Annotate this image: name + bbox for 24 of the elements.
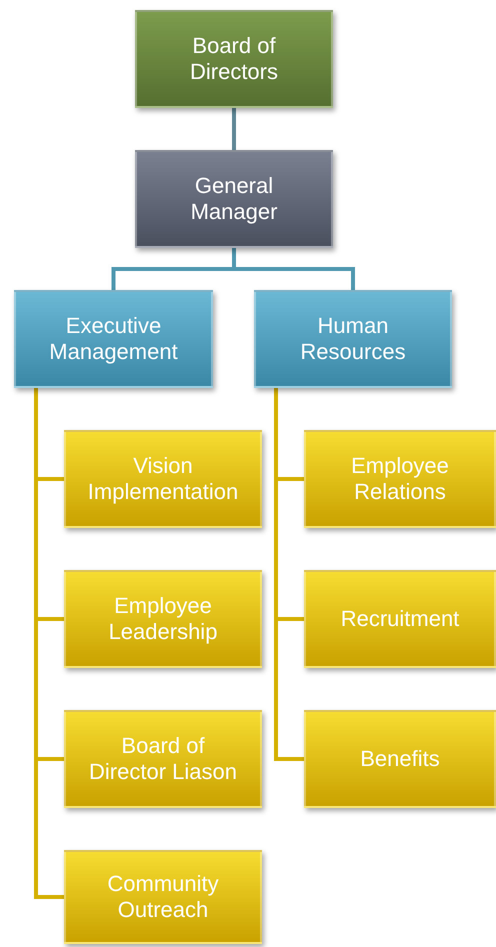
unit-box [64, 710, 262, 808]
box-label: Board of Directors [188, 32, 279, 86]
box-label: Executive Management [48, 312, 179, 366]
manager-box [135, 150, 333, 248]
box-label: Community Outreach [106, 870, 220, 924]
department-box [14, 290, 213, 388]
connector-line [232, 108, 236, 150]
box-label: General Manager [190, 172, 278, 226]
box-label: Vision Implementation [86, 452, 240, 506]
box-label: Board of Director Liason [88, 732, 238, 786]
box-label: Benefits [359, 746, 441, 772]
unit-box [304, 430, 496, 528]
unit-box [64, 430, 262, 528]
board-box [135, 10, 333, 108]
box-label: Human Resources [299, 312, 407, 366]
unit-box [304, 710, 496, 808]
box-label: Recruitment [340, 606, 460, 632]
box-label: Employee Leadership [108, 592, 218, 646]
unit-box [64, 570, 262, 668]
department-box [254, 290, 452, 388]
connector-line [274, 388, 304, 761]
box-label: Employee Relations [350, 452, 450, 506]
unit-box [304, 570, 496, 668]
unit-box [64, 850, 262, 944]
